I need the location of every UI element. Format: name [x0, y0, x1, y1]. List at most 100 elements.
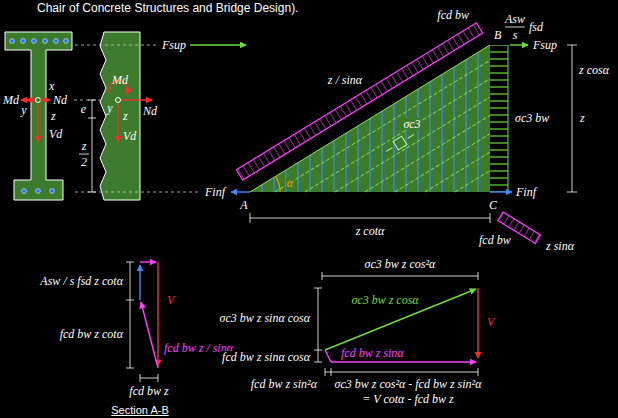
beam-elevation — [100, 32, 140, 200]
force-label: Nd — [142, 105, 158, 117]
polygon-dimensions-left — [140, 374, 141, 382]
point-label: C — [488, 199, 498, 211]
dimension-lines — [88, 100, 96, 101]
polygon-dimensions-left — [126, 262, 134, 263]
stress-label: fcd bw — [436, 9, 470, 21]
i-section — [10, 39, 69, 194]
i-section — [64, 39, 69, 44]
polygon-dimensions-right — [314, 272, 478, 376]
force-polygon-right — [325, 289, 476, 350]
polygon-dimensions-left — [130, 262, 131, 368]
force-label: fcd bw z cotα — [59, 328, 124, 340]
dimension-label: z cotα — [355, 225, 386, 237]
point-label: A — [239, 199, 248, 211]
dimension-lines — [92, 100, 93, 192]
polygon-dimensions-right — [478, 368, 479, 376]
stirrup-label: fsd — [528, 21, 544, 33]
compression-field — [425, 152, 490, 192]
strut-bands — [236, 23, 540, 244]
compression-field — [508, 45, 509, 192]
dimension-label: z — [81, 140, 88, 152]
force-label: σc3 bw z cos²α — [364, 258, 437, 270]
dimension-lines — [505, 27, 525, 28]
compression-field — [276, 176, 280, 192]
compression-field — [250, 45, 490, 192]
polygon-dimensions-right — [331, 368, 332, 376]
beam-elevation — [116, 98, 121, 103]
force-polygon-right — [325, 350, 331, 362]
dimension-label: z sinα — [545, 240, 575, 252]
force-polygon-left — [139, 265, 140, 300]
force-label: = V cotα - fcd bw z — [361, 393, 455, 405]
axis-label: z — [122, 110, 129, 122]
axis-label: y — [106, 102, 113, 114]
stirrup-label: Asw — [504, 13, 526, 25]
compression-field — [490, 45, 508, 192]
chord-forces — [490, 191, 512, 192]
i-section — [32, 39, 37, 44]
polygon-dimensions-left — [158, 374, 159, 382]
dimension-lines — [567, 45, 577, 46]
compression-field — [386, 148, 392, 152]
i-section — [36, 189, 41, 194]
elevation-forces — [121, 99, 152, 100]
axis-label: y — [20, 104, 27, 116]
force-label: V — [166, 294, 175, 306]
compression-field — [305, 79, 490, 192]
polygon-dimensions-left — [126, 368, 134, 369]
header-text: Chair of Concrete Structures and Bridge … — [36, 2, 299, 14]
reference-lines — [75, 192, 200, 193]
force-label: V — [486, 316, 495, 328]
polygon-dimensions-right — [314, 350, 322, 351]
chord-forces — [231, 191, 250, 192]
force-polygon-right — [477, 288, 478, 358]
dimension-lines — [572, 45, 573, 192]
section-caption: Section A-B — [110, 405, 169, 416]
force-label: Asw / s fsd z cotα — [39, 275, 124, 287]
polygon-dimensions-right — [478, 272, 479, 280]
reference-lines — [74, 45, 200, 192]
dimension-lines — [490, 213, 491, 223]
angle-label: α — [286, 177, 294, 189]
force-label: Vd — [48, 128, 63, 140]
compression-field — [262, 52, 478, 192]
section-forces — [40, 99, 50, 100]
i-section — [21, 39, 26, 44]
axis-label: z — [50, 110, 57, 122]
polygon-dimensions-right — [322, 272, 323, 280]
force-label: σc3 bw z cosα — [350, 294, 419, 306]
force-polygon-right — [325, 288, 478, 362]
chord-forces — [510, 44, 528, 45]
compression-field — [395, 134, 490, 192]
i-section — [10, 39, 15, 44]
force-polygon-left — [140, 261, 156, 262]
stress-label: σc3 — [402, 118, 421, 130]
chord-force-label: Fsup — [532, 39, 558, 51]
compression-field — [393, 136, 407, 150]
reference-lines — [74, 100, 100, 101]
force-label: fcd bw z sinα cosα — [221, 351, 311, 363]
beam-elevation — [100, 32, 140, 200]
section-forces — [21, 99, 34, 100]
chord-forces — [190, 44, 246, 45]
dimension-label: z — [579, 112, 586, 124]
i-section — [5, 32, 72, 200]
dimension-lines — [250, 213, 251, 223]
polygon-dimensions-left — [126, 262, 158, 382]
dimension-lines — [88, 192, 96, 193]
stress-label: fcd bw — [478, 234, 512, 246]
compression-field — [250, 45, 508, 192]
polygon-dimensions-right — [325, 372, 478, 373]
force-polygon-left — [141, 302, 158, 368]
axis-label: x — [48, 80, 55, 92]
elevation-forces — [117, 103, 118, 142]
i-section — [22, 189, 27, 194]
force-label: fcd bw z — [128, 385, 169, 397]
polygon-dimensions-right — [314, 288, 322, 289]
moment-label: Md — [111, 74, 129, 86]
dimension-lines — [79, 154, 89, 155]
force-label: σc3 bw z sinα cosα — [218, 312, 311, 324]
dimension-label: z cosα — [578, 64, 610, 76]
strut-bands — [236, 23, 482, 180]
